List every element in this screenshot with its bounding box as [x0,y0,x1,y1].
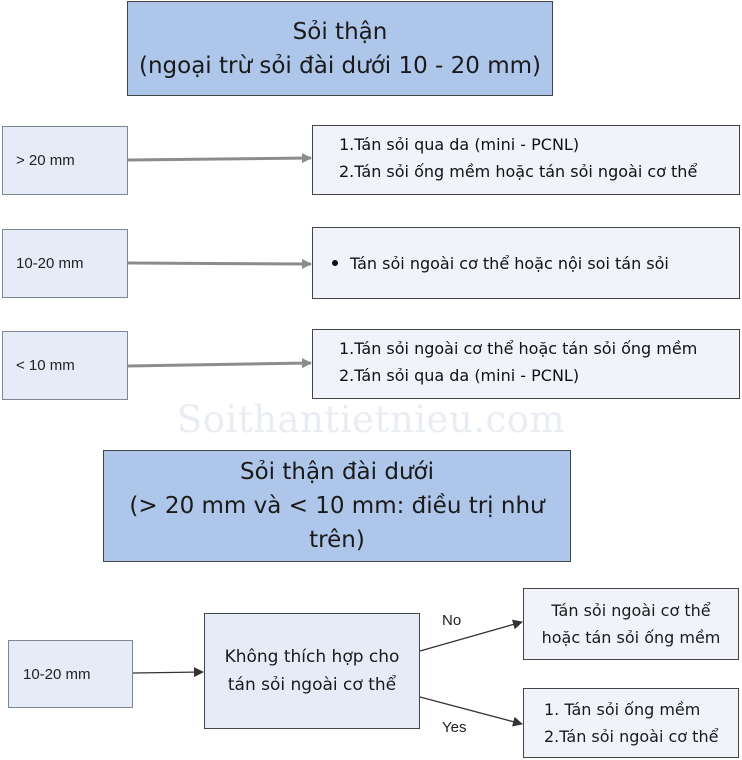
outcome-line: Tán sỏi ngoài cơ thể [551,601,711,620]
treatment-item: 2.Tán sỏi ống mềm hoặc tán sỏi ngoài cơ … [339,162,698,181]
outcome-line: hoặc tán sỏi ống mềm [541,628,721,647]
arrow-row3 [127,358,312,369]
size-label: < 10 mm [16,357,75,374]
treatment-box-under-10mm: 1.Tán sỏi ngoài cơ thể hoặc tán sỏi ống … [312,329,740,399]
kidney-stone-subtitle: (ngoại trừ sỏi đài dưới 10 - 20 mm) [138,52,542,79]
arrow-row2 [127,258,312,269]
size-label: 10-20 mm [16,255,84,272]
size-box-under-10mm: < 10 mm [2,331,128,400]
no-label: No [442,612,462,629]
treatment-item: 1.Tán sỏi ngoài cơ thể hoặc tán sỏi ống … [339,339,698,358]
yes-label: Yes [442,719,467,736]
treatment-box-over-20mm: 1.Tán sỏi qua da (mini - PCNL) 2.Tán sỏi… [312,125,740,195]
size-label: > 20 mm [16,152,75,169]
outcome-line: 1. Tán sỏi ống mềm [544,700,701,719]
arrow-yes [419,696,523,727]
decision-line: tán sỏi ngoài cơ thể [227,675,397,695]
treatment-list: 1.Tán sỏi qua da (mini - PCNL) 2.Tán sỏi… [339,131,739,185]
no-outcome-box: Tán sỏi ngoài cơ thể hoặc tán sỏi ống mề… [523,588,739,660]
arrow-row1 [127,153,312,164]
arrow-to-decision [132,667,204,678]
kidney-stone-title: Sỏi thận [292,18,388,45]
yes-outcome-box: 1. Tán sỏi ống mềm 2.Tán sỏi ngoài cơ th… [523,688,739,758]
treatment-item: 2.Tán sỏi qua da (mini - PCNL) [339,366,580,385]
treatment-item: Tán sỏi ngoài cơ thể hoặc nội soi tán sỏ… [350,253,669,273]
size-box-over-20mm: > 20 mm [2,126,128,195]
treatment-box-10-20mm: Tán sỏi ngoài cơ thể hoặc nội soi tán sỏ… [312,227,740,299]
outcome-line: 2.Tán sỏi ngoài cơ thể [544,727,719,746]
watermark: Soithantietnieu.com [176,398,566,441]
arrow-no [419,619,523,652]
size-box-10-20mm: 10-20 mm [2,229,128,298]
bullet-icon [332,260,338,266]
kidney-stone-title-box: Sỏi thận (ngoại trừ sỏi đài dưới 10 - 20… [127,1,553,96]
decision-box: Không thích hợp cho tán sỏi ngoài cơ thể [204,613,420,729]
lower-calyx-subtitle: (> 20 mm và < 10 mm: điều trị như trên) [129,493,545,553]
treatment-list: 1.Tán sỏi ngoài cơ thể hoặc tán sỏi ống … [339,335,739,389]
decision-line: Không thích hợp cho [224,647,400,667]
treatment-item: 1.Tán sỏi qua da (mini - PCNL) [339,135,580,154]
size-label: 10-20 mm [23,665,91,683]
size-box-lower-10-20mm: 10-20 mm [8,640,133,708]
lower-calyx-title-box: Sỏi thận đài dưới (> 20 mm và < 10 mm: đ… [103,450,571,562]
lower-calyx-title: Sỏi thận đài dưới [240,459,434,485]
